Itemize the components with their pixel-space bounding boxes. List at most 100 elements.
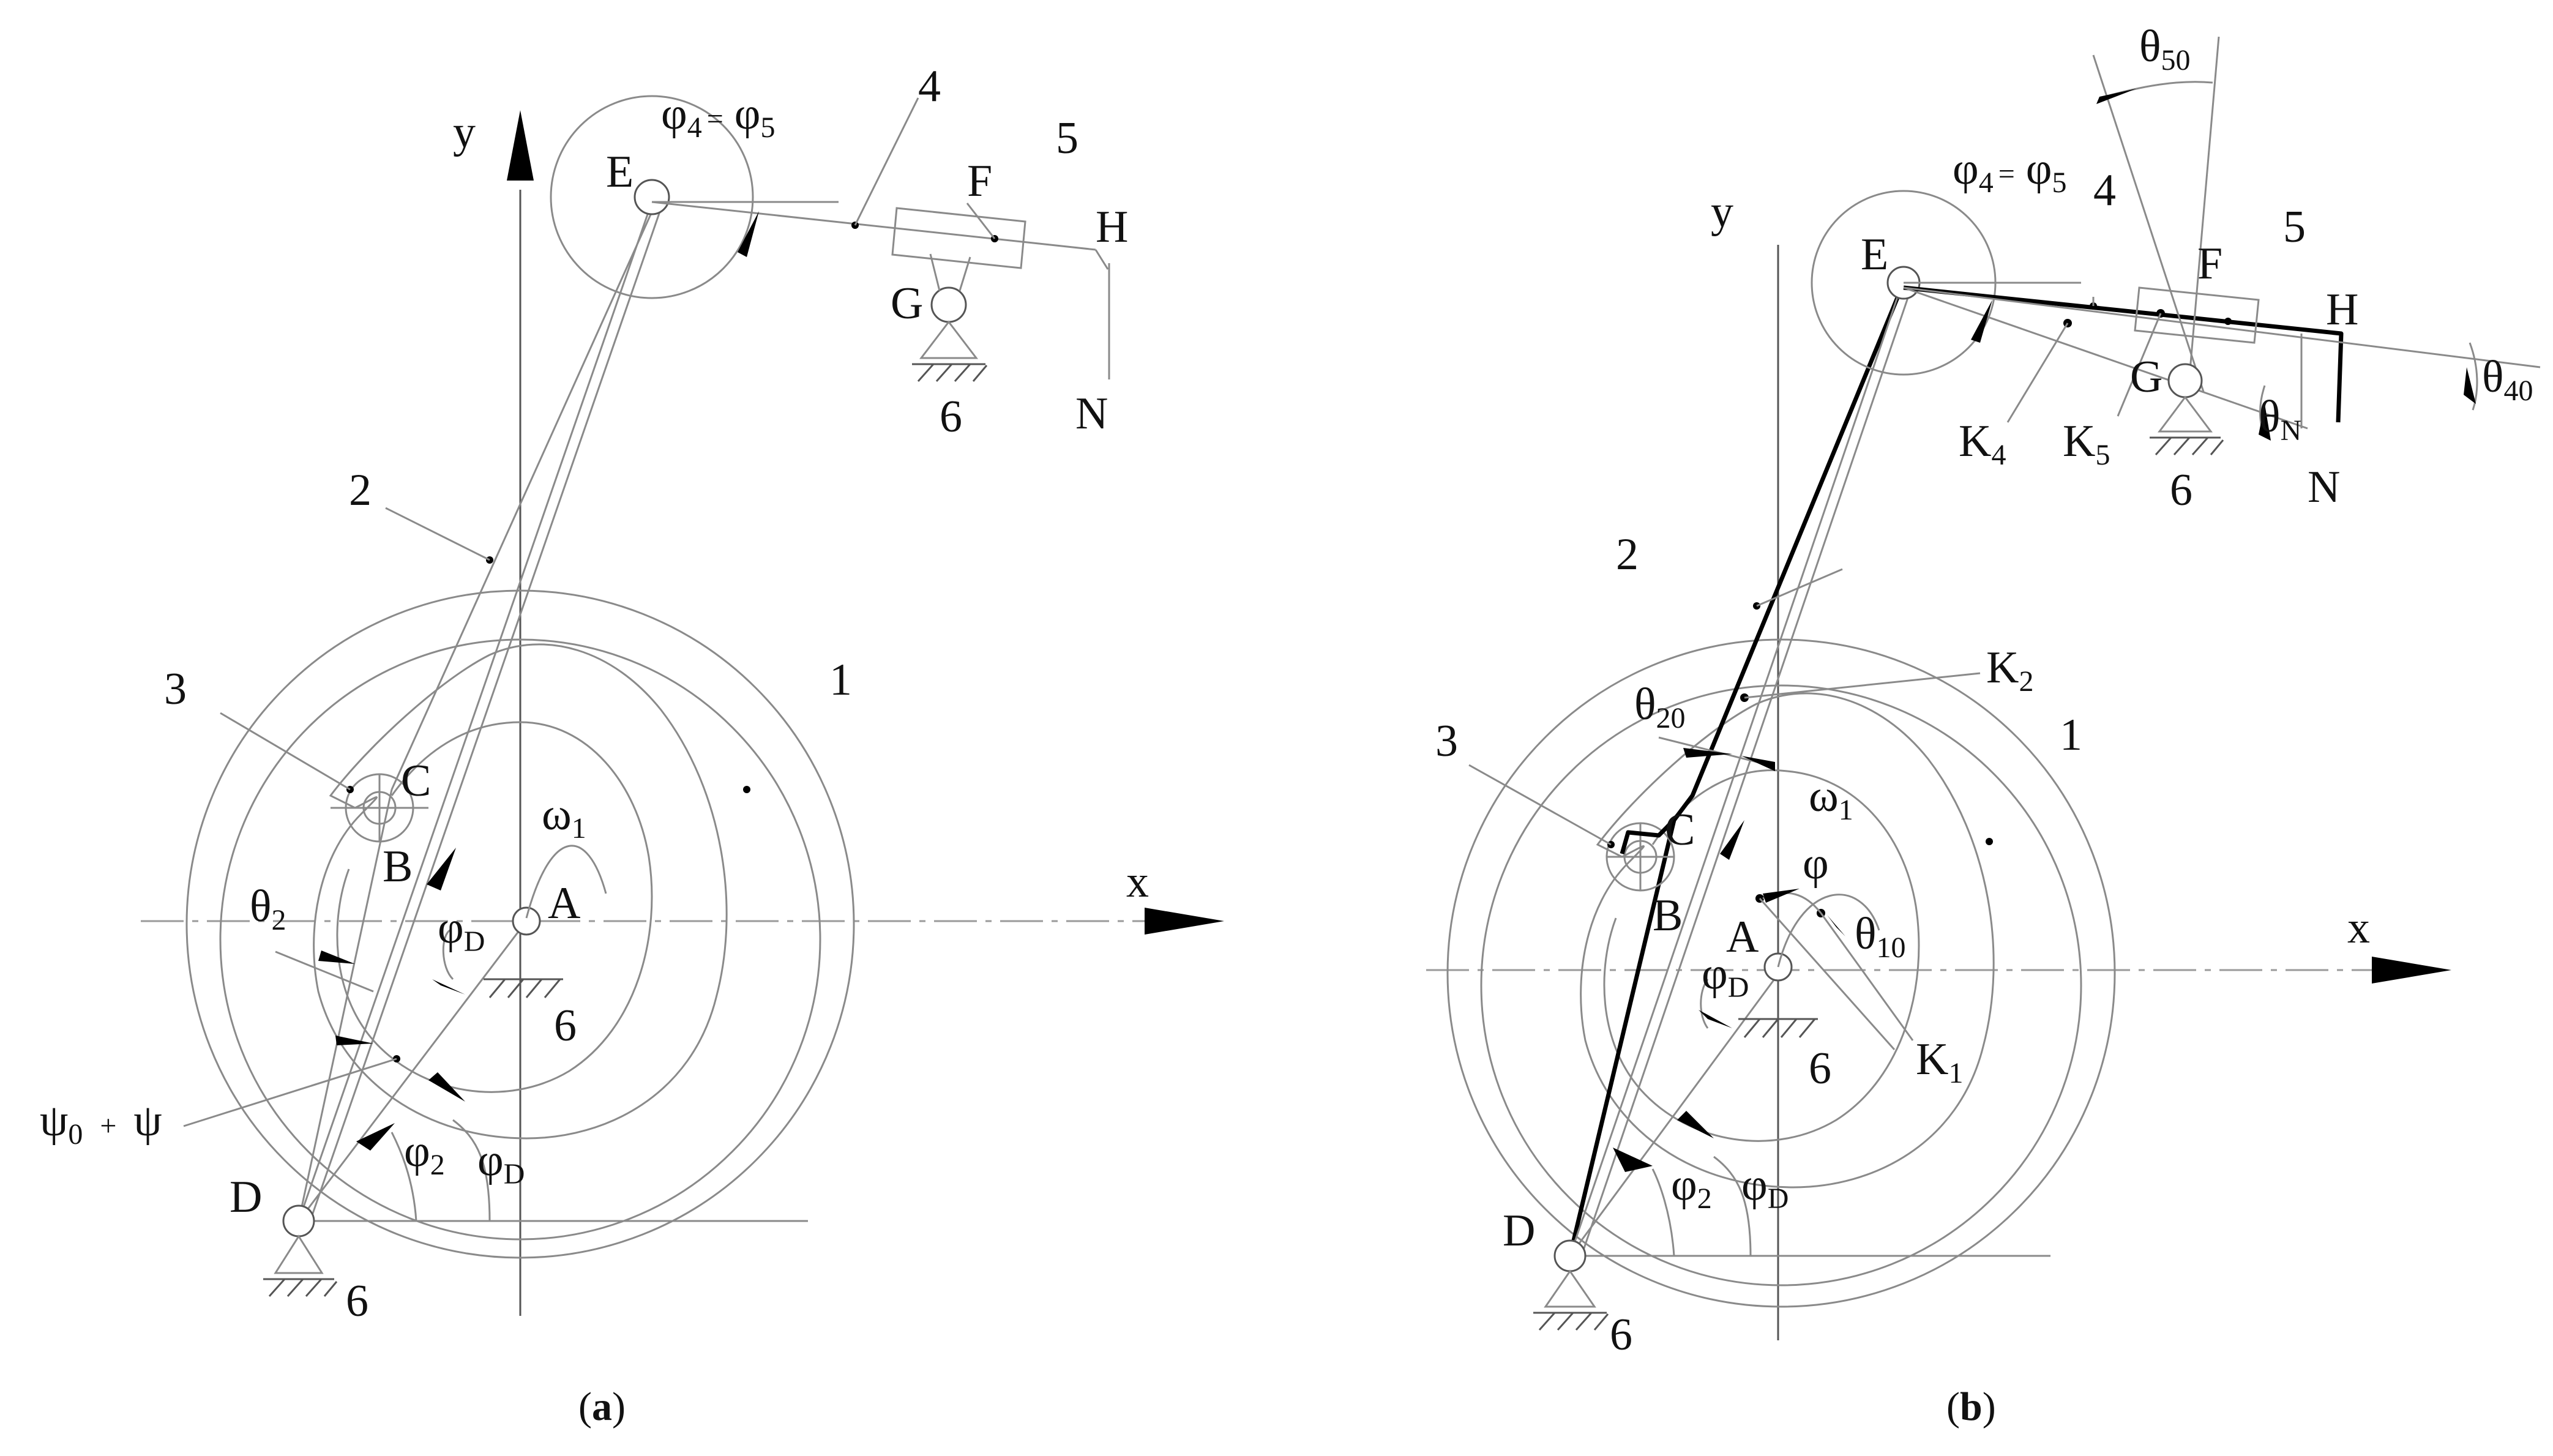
panel-b: y x E F G H N 4 5 6 2 1 3 C B A 6 D 6 K4…: [1426, 21, 2541, 1429]
label-theta10-b: θ10: [1855, 909, 1905, 964]
theta40-arrow-b: [2464, 367, 2476, 404]
phi-arrow-b: [1763, 889, 1800, 903]
label-D-a: D: [230, 1172, 262, 1222]
phiD-upper-arc-b: [1700, 979, 1709, 1029]
label-omega1-b: ω1: [1809, 771, 1853, 826]
phi2-arrow-b: [1613, 1148, 1653, 1172]
theta20-arrow-left-b: [1683, 748, 1732, 758]
ground-D-triangle-a: [274, 1234, 324, 1274]
pin-D-a: [282, 1204, 315, 1238]
omega1-arrow-b: [1720, 820, 1744, 860]
caption-b: (b): [1946, 1384, 1996, 1429]
label-link2-a: 2: [349, 465, 372, 515]
label-omega1-a: ω1: [542, 790, 586, 845]
label-C-a: C: [401, 756, 431, 806]
label-H-b: H: [2326, 285, 2358, 335]
phiD-lower-arrow-b: [1677, 1111, 1714, 1138]
link-H-a: [1094, 249, 1109, 270]
pin-G-b: [2167, 363, 2203, 398]
cam-groove-outer-a: [313, 643, 728, 1140]
label-G-a: G: [891, 278, 923, 329]
label-x-a: x: [1126, 857, 1149, 907]
slider-5-b: [2134, 286, 2260, 344]
omega1-arc-a: [525, 845, 607, 919]
label-link1-b: 1: [2060, 710, 2082, 760]
phiD-lower-arc-b: [1713, 1155, 1752, 1256]
thetaN-arrow-b: [2259, 404, 2271, 441]
phiD-upper-arrow-b: [1699, 1010, 1732, 1028]
link-DA-a: [297, 920, 528, 1222]
label-B-b: B: [1653, 890, 1683, 941]
theta50-line-2-b: [2187, 36, 2220, 392]
label-K1-b: K1: [1916, 1034, 1963, 1089]
label-phi4-eq-phi5-a: φ4=φ5: [661, 89, 776, 144]
theta50-line-1-b: [2092, 54, 2205, 392]
link-4-thin-b: [1903, 286, 2308, 430]
x-axis-arrow-b: [2372, 957, 2451, 984]
label-theta2-a: θ2: [250, 881, 286, 936]
label-K4-b: K4: [1959, 416, 2006, 471]
label-K2-b: K2: [1986, 643, 2033, 698]
link-2-arm-a: [297, 789, 393, 1222]
label-C-b: C: [1665, 805, 1695, 855]
roller-3-bold-b: [1620, 818, 1676, 854]
label-theta40-b: θ40: [2482, 352, 2533, 407]
cam-inner-circle-b: [1480, 684, 2082, 1286]
caption-a: (a): [578, 1384, 626, 1429]
cam-outer-circle-a: [185, 589, 855, 1259]
phiD-lower-arrow-a: [428, 1072, 465, 1102]
label-A-a: A: [548, 878, 580, 928]
phi2-arrow-a: [356, 1123, 395, 1151]
theta10-arrow-b: [1827, 915, 1845, 936]
pin-D-b: [1553, 1239, 1587, 1272]
panel-a: y x E F G H N 4 5 6 2 1 3 C B A 6 D 6 φ4…: [40, 61, 1224, 1429]
slider-5-a: [891, 207, 1026, 269]
pin-G-a: [930, 286, 967, 323]
label-link4-a: 4: [918, 61, 941, 111]
link-2-thin-b: [1569, 281, 1912, 1260]
label-x-b: x: [2347, 903, 2370, 953]
label-y-b: y: [1711, 187, 1733, 237]
link-2-bold-b: [1568, 282, 1906, 1256]
cam-groove-outer-b: [1580, 692, 1995, 1189]
omega1-arc-b: [1777, 894, 1880, 968]
label-N-a: N: [1075, 389, 1108, 439]
label-K5-b: K5: [2063, 416, 2110, 471]
label-phiD-upper-a: φD: [438, 903, 485, 958]
label-y-a: y: [453, 107, 476, 157]
link-2-upper-a: [391, 204, 656, 790]
label-phiD-lower-a: φD: [477, 1135, 525, 1190]
label-link4-b: 4: [2093, 165, 2116, 215]
label-phi2-b: φ2: [1671, 1160, 1712, 1215]
phi2-arc-b: [1651, 1168, 1675, 1256]
label-link5-a: 5: [1056, 113, 1078, 163]
phi4-arrow-a: [738, 211, 759, 257]
leader-K1-2-b: [1820, 913, 1914, 1041]
phi4-arrow-b: [1971, 300, 1992, 343]
cam-inner-circle-a: [219, 638, 821, 1241]
ground-D-triangle-b: [1544, 1269, 1596, 1308]
link-2-a: [297, 200, 662, 1225]
leader-K1-1-b: [1759, 898, 1896, 1050]
label-ground-D-b: 6: [1610, 1310, 1632, 1360]
psi-arrow-a: [335, 1036, 373, 1045]
y-axis-arrow-a: [507, 110, 534, 181]
pin-E-a: [634, 179, 670, 215]
label-F-a: F: [967, 156, 992, 206]
label-ground-A-b: 6: [1809, 1043, 1831, 1094]
label-link2-b: 2: [1616, 529, 1639, 580]
label-ground-A-a: 6: [554, 1001, 577, 1051]
label-phiD-lower-b: φD: [1741, 1160, 1789, 1215]
link-4-ext-b: [1903, 286, 2541, 368]
label-ground-G-b: 6: [2170, 465, 2192, 515]
theta50-arrow-b: [2096, 89, 2136, 104]
phiD-upper-arc-a: [442, 929, 454, 980]
label-phi4-eq-phi5-b: φ4=φ5: [1953, 144, 2067, 199]
label-phiD-upper-b: φD: [1702, 949, 1749, 1004]
phiD-lower-arc-a: [452, 1119, 491, 1222]
label-B-a: B: [383, 842, 413, 892]
ground-G-triangle-b: [2158, 395, 2213, 433]
theta20-arrow-right-b: [1741, 756, 1775, 771]
label-E-b: E: [1861, 230, 1888, 280]
